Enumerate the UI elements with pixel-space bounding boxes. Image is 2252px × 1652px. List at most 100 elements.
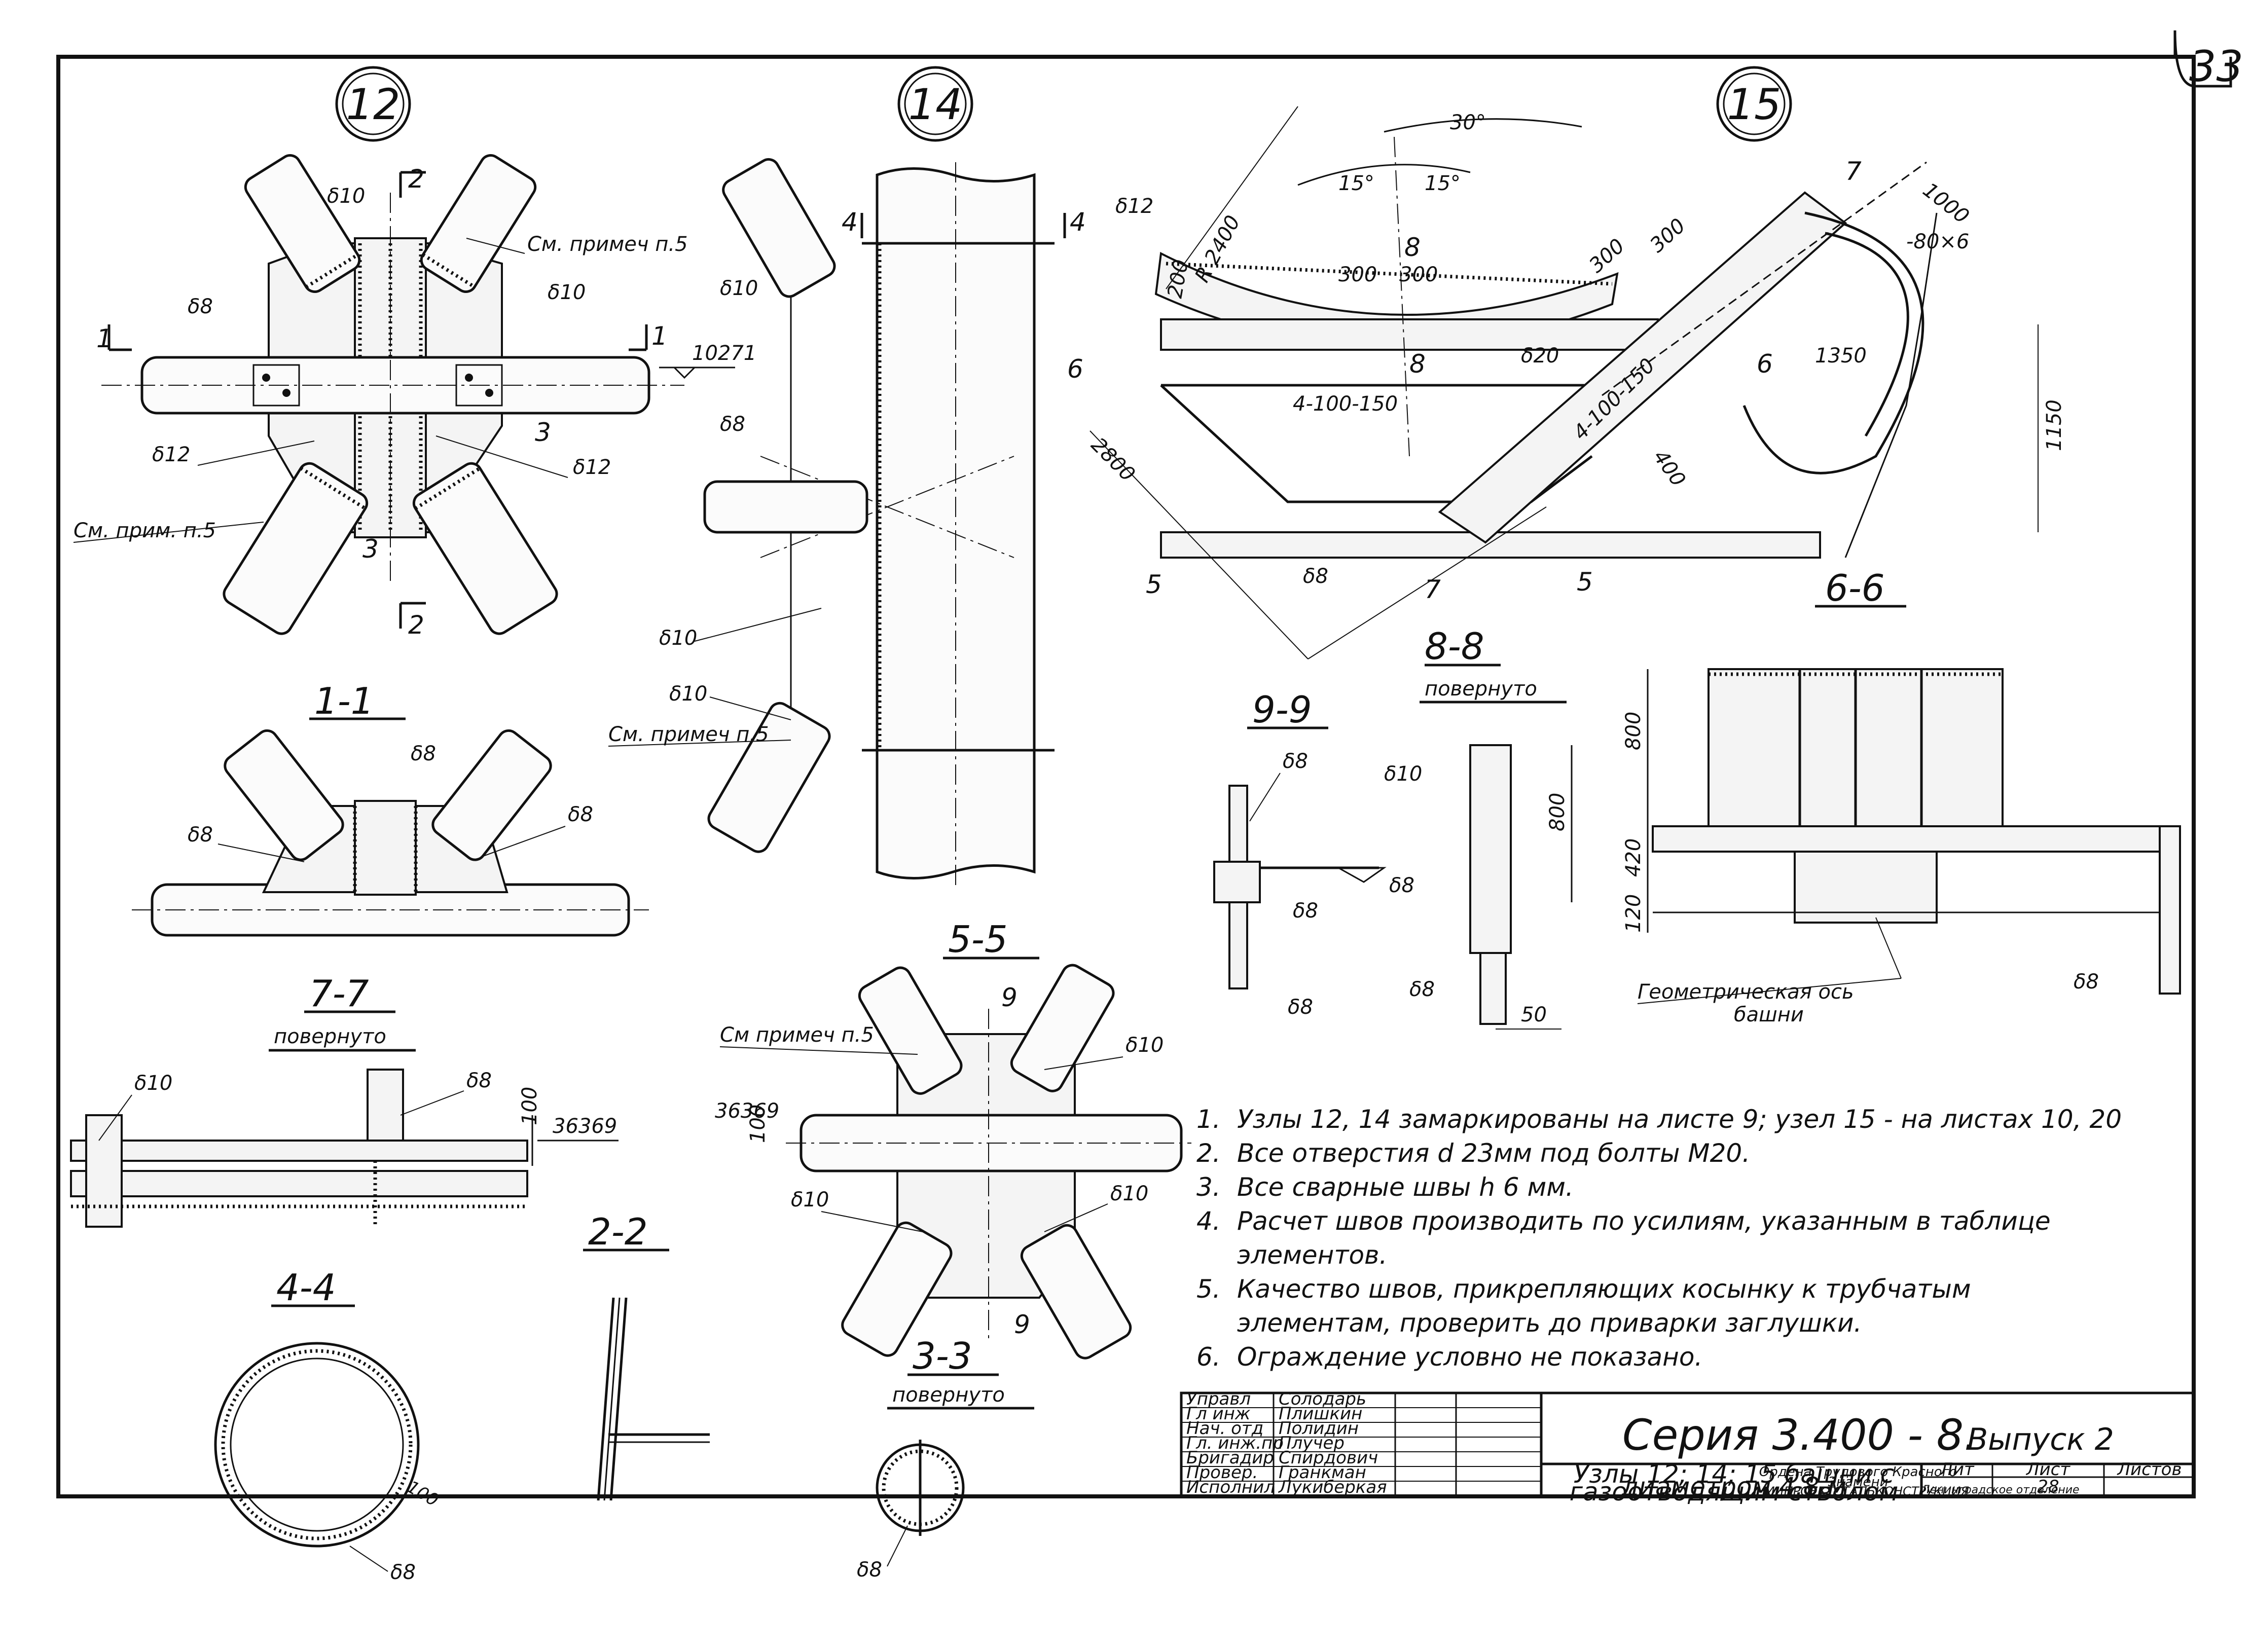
n15-dim-2800: 2800 [1086,433,1140,487]
tb-title-2: газоотводящим стволом [1570,1477,1899,1507]
section-9-9-title: 9-9 [1252,688,1312,731]
section-6-6: 6-6 800 420 120 δ8 Геометрическая ось ба… [1622,567,2181,1026]
section-8-8-title: 8-8 [1425,625,1484,668]
tb-org-2: Знамени [1828,1475,1888,1490]
section-8-8: 8-8 повернуто 800 δ10 δ8 50 [1384,625,1573,1030]
n14-see-note: См. примеч п.5 [608,723,769,746]
section-4-4-title: 4-4 [276,1266,336,1309]
s77-elevation: 36369 [553,1115,617,1138]
tb-role-5: Бригадир [1186,1448,1274,1468]
section-2-2-title: 2-2 [588,1210,648,1253]
n15-thk-d12: δ12 [1115,195,1153,218]
s99-thk-bot: δ8 [1288,996,1313,1019]
s66-dim-800: 800 [1622,712,1645,750]
n12-cut-3-bot: 3 [362,534,379,564]
section-5-5: 5-5 См примеч п.5 δ10 δ10 δ10 9 9 100 36… [715,918,1191,1360]
note-5-num: 5. [1196,1274,1221,1304]
node-12-view: 12 δ10 δ10 δ8 δ12 δ12 См. примеч п.5 См.… [73,66,756,640]
n15-angle-30: 30° [1450,111,1486,134]
n15-dim-300b: 300 [1399,263,1438,286]
tb-title-1: Узлы 12; 14; 15 башни с [1574,1459,1894,1489]
general-notes: 1. Узлы 12, 14 замаркированы на листе 9;… [1196,1105,2122,1372]
section-8-8-rotated: повернуто [1425,677,1537,701]
s33-thk-d8: δ8 [857,1558,882,1582]
s55-see-note: См примеч п.5 [720,1023,874,1047]
sheet-frame [56,55,2196,1498]
n12-thk-left: δ8 [188,295,213,318]
note-3-text: Все сварные швы h 6 мм. [1237,1172,1574,1202]
n12-thk-lower-right: δ12 [573,456,611,479]
tb-name-3: Полидин [1279,1418,1359,1439]
s11-thk-top: δ8 [411,742,436,765]
tb-name-4: Плучер [1279,1433,1345,1453]
s66-dim-420: 420 [1622,838,1645,877]
n12-cut-1-left: 1 [96,324,113,353]
tb-org-1: Ордена Трудового Красного [1759,1464,1957,1480]
tb-col-lit: Лит [1939,1459,1975,1480]
n15-cut-7-bot: 7 [1425,575,1441,604]
n12-cut-2-top: 2 [408,164,424,194]
s55-thk-topright: δ10 [1125,1034,1164,1057]
tb-title-3: диаметром 4,8 м [1621,1472,1846,1501]
note-5-cont: элементам, проверить до приварки заглушк… [1237,1308,1862,1338]
n15-cut-8-bot: 8 [1409,349,1426,379]
tb-name-5: Спирдович [1279,1448,1378,1468]
section-3-3-title: 3-3 [913,1335,972,1377]
section-3-3: 3-3 повернуто δ8 [857,1335,1034,1582]
tb-role-2: Гл инж [1186,1404,1251,1424]
section-5-5-title: 5-5 [948,918,1008,961]
n15-dim-300c: 300 [1585,234,1629,277]
section-1-1: 1-1 δ8 δ8 δ8 [132,680,649,937]
s55-cut-9-top: 9 [1001,983,1018,1012]
s99-thk-top: δ8 [1283,750,1308,773]
n14-thk-top: δ10 [720,277,758,300]
tb-issue: Выпуск 2 [1967,1422,2114,1457]
s66-thk-d8: δ8 [2074,970,2099,994]
n15-angle-15b: 15° [1425,172,1461,195]
tb-org-3: ЦНИИПРОЕКТСТАЛЬКОНСТРУКЦИЯ [1747,1484,1969,1498]
node-12-bubble [335,66,411,142]
note-2-num: 2. [1196,1139,1221,1168]
tb-role-4: Гл. инж.пр [1186,1433,1284,1453]
n15-cut-5-left: 5 [1146,570,1162,599]
section-9-9: 9-9 δ8 δ8 δ8 δ8 [1213,688,1414,1019]
n15-thk-d20: δ20 [1521,344,1559,368]
note-1-text: Узлы 12, 14 замаркированы на листе 9; уз… [1237,1105,2122,1134]
s88-dim-800: 800 [1546,793,1569,831]
s44-thk-d8: δ8 [390,1561,416,1584]
section-3-3-rotated: повернуто [892,1383,1005,1407]
n14-thk-mid: δ8 [720,413,745,436]
n15-angle-15a: 15° [1338,172,1374,195]
n15-thk-d8: δ8 [1303,565,1328,588]
s11-thk-right: δ8 [568,803,593,826]
s77-thk-d10: δ10 [134,1072,172,1095]
node-14-label: 14 [909,80,963,129]
n15-dim-400: 400 [1649,446,1690,491]
node-14-bubble [897,66,973,142]
n15-dim-1000: 1000 [1918,178,1974,229]
n15-cut-7-top: 7 [1845,157,1862,186]
node-14-view: 14 4 4 δ10 δ8 δ10 δ10 См. примеч п.5 [608,66,1086,887]
s11-thk-left: δ8 [188,823,213,847]
note-3-num: 3. [1196,1172,1221,1202]
s88-dim-50: 50 [1521,1003,1547,1026]
section-7-7-title: 7-7 [309,972,369,1015]
node-15-view: 15 δ12 R 2400 30° 15° 15° 300 300 8 8 [1067,66,2066,659]
tb-role-3: Нач. отд [1186,1418,1263,1439]
s88-thk-d10: δ10 [1384,762,1422,786]
tb-name-1: Солодарь [1279,1389,1366,1409]
n15-dim-1150: 1150 [2043,399,2066,451]
section-6-6-title: 6-6 [1825,567,1885,609]
n12-see-note-bottom: См. прим. п.5 [74,519,216,542]
n15-dim-300d: 300 [1646,214,1690,257]
section-4-4: 4-4 100 δ8 [214,1266,442,1584]
n14-cut-4-right: 4 [1070,207,1086,237]
note-4-text: Расчет швов производить по усилиям, указ… [1237,1206,2051,1236]
s55-thk-left: δ10 [791,1188,829,1212]
tb-series: Серия 3.400 - 8. [1622,1410,1977,1460]
tb-org-4: Ленинградское отделение [1921,1484,2080,1496]
node-12-label: 12 [346,80,401,129]
n15-cut-8-top: 8 [1404,233,1421,262]
n14-thk-bottom: δ10 [669,682,707,706]
